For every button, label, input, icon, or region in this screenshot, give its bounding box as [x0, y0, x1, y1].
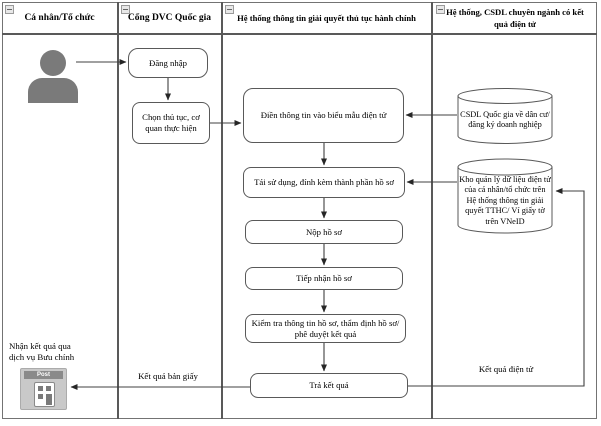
datastore-label: Kho quản lý dữ liệu điện tử của cá nhân/…	[459, 174, 551, 226]
lane-header-ca-nhan-to-chuc: Cá nhân/Tổ chức	[2, 2, 117, 33]
datastore-label: CSDL Quốc gia về dân cư/ đăng ký doanh n…	[460, 109, 550, 130]
node-tiep-nhan-ho-so[interactable]: Tiếp nhận hồ sơ	[245, 267, 403, 290]
post-office-icon[interactable]: Post	[20, 368, 67, 410]
post-building-icon	[34, 382, 55, 407]
collapse-minus-icon[interactable]	[225, 5, 234, 14]
node-tai-su-dung[interactable]: Tái sử dụng, đính kèm thành phần hồ sơ	[243, 167, 405, 198]
datastore-csdl-quoc-gia[interactable]: CSDL Quốc gia về dân cư/ đăng ký doanh n…	[457, 88, 553, 144]
edge-label-ket-qua-dien-tu: Kết quả điện tử	[478, 364, 534, 374]
lane-header-he-thong-tthc: Hệ thống thông tin giải quyết thủ tục hà…	[222, 2, 431, 33]
person-icon[interactable]	[28, 50, 78, 103]
node-label: Điền thông tin vào biểu mẫu điện tử	[260, 110, 387, 120]
lane-header-csdl-chuyen-nganh: Hệ thống, CSDL chuyên ngành có kết quả đ…	[433, 2, 597, 33]
collapse-minus-icon[interactable]	[436, 5, 445, 14]
node-nop-ho-so[interactable]: Nộp hồ sơ	[245, 220, 403, 244]
node-dang-nhap[interactable]: Đăng nhập	[128, 48, 208, 78]
collapse-minus-icon[interactable]	[121, 5, 130, 14]
person-body	[28, 78, 78, 103]
node-label: Tiếp nhận hồ sơ	[296, 273, 352, 283]
node-label: Đăng nhập	[149, 57, 187, 68]
node-dien-thong-tin[interactable]: Điền thông tin vào biểu mẫu điện tử	[243, 88, 404, 143]
node-label: Chọn thủ tục, cơ quan thực hiện	[142, 112, 200, 133]
lane-title: Cá nhân/Tổ chức	[24, 12, 95, 23]
node-label: Nộp hồ sơ	[306, 226, 342, 237]
node-tra-ket-qua[interactable]: Trả kết quả	[250, 373, 408, 398]
node-label: Kiểm tra thông tin hồ sơ, thẩm định hồ s…	[251, 317, 400, 339]
lane-divider	[221, 2, 223, 419]
diagram-border	[2, 2, 597, 419]
collapse-minus-icon[interactable]	[5, 5, 14, 14]
node-label: Tái sử dụng, đính kèm thành phần hồ sơ	[254, 177, 394, 187]
person-head	[40, 50, 66, 76]
lane-title: Hệ thống thông tin giải quyết thủ tục hà…	[237, 12, 416, 23]
node-label: Trả kết quả	[309, 380, 349, 390]
node-chon-thu-tuc[interactable]: Chọn thủ tục, cơ quan thực hiện	[132, 102, 210, 144]
post-label: Post	[24, 371, 63, 379]
lane-divider	[431, 2, 433, 419]
lane-divider	[117, 2, 119, 419]
edge-label-ket-qua-ban-giay: Kết quả bản giấy	[138, 371, 198, 381]
postal-receive-note: Nhận kết quả qua dịch vụ Bưu chính	[9, 341, 75, 362]
lane-title: Cổng DVC Quốc gia	[127, 12, 212, 23]
lane-title: Hệ thống, CSDL chuyên ngành có kết quả đ…	[446, 6, 584, 29]
node-kiem-tra-tham-dinh[interactable]: Kiểm tra thông tin hồ sơ, thẩm định hồ s…	[245, 314, 406, 343]
datastore-kho-du-lieu[interactable]: Kho quản lý dữ liệu điện tử của cá nhân/…	[457, 158, 553, 234]
lane-header-divider	[2, 33, 597, 35]
cylinder-shape	[457, 88, 553, 144]
lane-header-cong-dvc: Cổng DVC Quốc gia	[118, 2, 221, 33]
